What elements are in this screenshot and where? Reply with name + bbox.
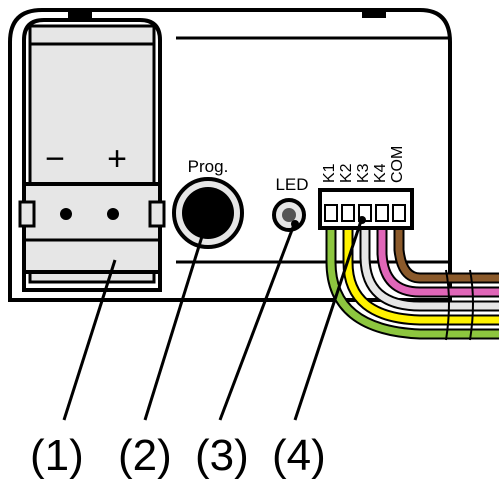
callout-labels: (1) (2) (3) (4) — [30, 431, 326, 480]
leader-3 — [218, 221, 297, 421]
bus-terminal-plus-icon — [107, 208, 119, 220]
bus-connector-cover: − + — [18, 18, 166, 292]
led-label: LED — [275, 175, 308, 194]
wire-break-marks — [445, 269, 474, 341]
prog-button: Prog. — [172, 157, 244, 249]
terminal-label-com: COM — [389, 146, 406, 183]
bus-terminal-minus-icon — [60, 208, 72, 220]
leader-dots — [200, 216, 366, 236]
terminal-label-k1: K1 — [321, 163, 338, 183]
terminal-label-k2: K2 — [338, 163, 355, 183]
terminal-label-k3: K3 — [355, 163, 372, 183]
minus-label: − — [45, 140, 65, 178]
callout-2: (2) — [118, 431, 172, 480]
leader-2 — [143, 229, 206, 421]
callout-1: (1) — [30, 431, 84, 480]
leader-1 — [62, 259, 117, 421]
prog-label: Prog. — [188, 157, 229, 176]
terminal-label-k4: K4 — [372, 163, 389, 183]
terminal-labels: K1 K2 K3 K4 COM — [321, 146, 406, 183]
callout-4: (4) — [272, 431, 326, 480]
plus-label: + — [107, 140, 127, 178]
leader-lines — [62, 217, 364, 421]
callout-3: (3) — [195, 431, 249, 480]
relay-terminal-block — [318, 188, 414, 230]
wire-bundle — [325, 206, 499, 340]
leader-4 — [293, 217, 364, 421]
